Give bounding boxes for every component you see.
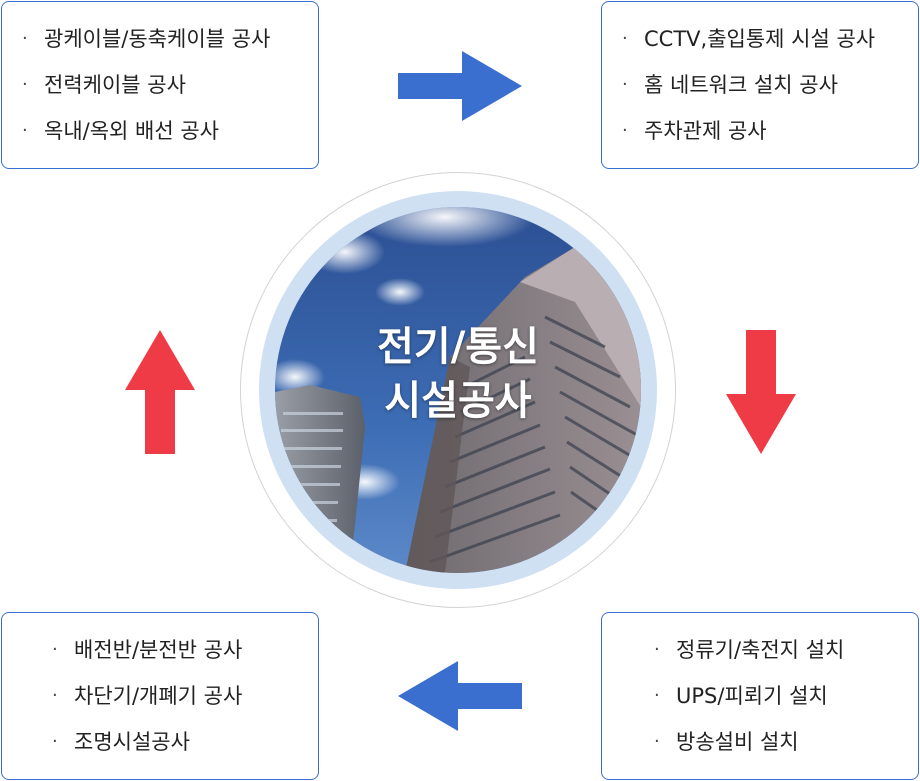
list-item: · 차단기/개폐기 공사 <box>52 673 318 719</box>
bullet-dot: · <box>654 685 660 706</box>
list-item-label: 홈 네트워크 설치 공사 <box>644 73 838 97</box>
list-item: · CCTV,출입통제 시설 공사 <box>622 16 918 62</box>
center-title-line-1: 전기/통신 <box>377 324 539 370</box>
list-item-label: 차단기/개폐기 공사 <box>74 684 243 708</box>
list-item: · 배전반/분전반 공사 <box>52 627 318 673</box>
service-list: · CCTV,출입통제 시설 공사 · 홈 네트워크 설치 공사 · 주차관제 공사 <box>622 16 918 154</box>
arrow-up-icon <box>125 330 195 454</box>
bullet-dot: · <box>622 74 628 95</box>
list-item: · 광케이블/동축케이블 공사 <box>22 16 318 62</box>
bullet-dot: · <box>52 639 58 660</box>
bullet-dot: · <box>22 120 28 141</box>
list-item-label: UPS/피뢰기 설치 <box>676 684 828 708</box>
list-item: · 주차관제 공사 <box>622 108 918 154</box>
service-list: · 광케이블/동축케이블 공사 · 전력케이블 공사 · 옥내/옥외 배선 공사 <box>22 16 318 154</box>
list-item-label: 옥내/옥외 배선 공사 <box>44 119 219 143</box>
arrow-left-icon <box>398 661 522 731</box>
list-item: · 방송설비 설치 <box>654 719 918 765</box>
service-box-cables: · 광케이블/동축케이블 공사 · 전력케이블 공사 · 옥내/옥외 배선 공사 <box>1 1 319 169</box>
bullet-dot: · <box>622 120 628 141</box>
center-title: 전기/통신 시설공사 <box>275 320 641 428</box>
list-item: · UPS/피뢰기 설치 <box>654 673 918 719</box>
center-title-line-2: 시설공사 <box>384 378 532 424</box>
bullet-dot: · <box>654 731 660 752</box>
service-list: · 배전반/분전반 공사 · 차단기/개폐기 공사 · 조명시설공사 <box>52 627 318 765</box>
service-list: · 정류기/축전지 설치 · UPS/피뢰기 설치 · 방송설비 설치 <box>654 627 918 765</box>
list-item-label: 배전반/분전반 공사 <box>74 638 243 662</box>
list-item-label: 주차관제 공사 <box>644 119 767 143</box>
list-item: · 홈 네트워크 설치 공사 <box>622 62 918 108</box>
list-item: · 옥내/옥외 배선 공사 <box>22 108 318 154</box>
arrow-right-icon <box>398 51 522 121</box>
service-box-power: · 정류기/축전지 설치 · UPS/피뢰기 설치 · 방송설비 설치 <box>601 612 919 780</box>
service-box-security: · CCTV,출입통제 시설 공사 · 홈 네트워크 설치 공사 · 주차관제 공사 <box>601 1 919 169</box>
list-item-label: 방송설비 설치 <box>676 730 799 754</box>
list-item-label: 정류기/축전지 설치 <box>676 638 845 662</box>
bullet-dot: · <box>622 28 628 49</box>
list-item-label: 조명시설공사 <box>74 730 190 754</box>
service-box-distribution: · 배전반/분전반 공사 · 차단기/개폐기 공사 · 조명시설공사 <box>1 612 319 780</box>
list-item-label: CCTV,출입통제 시설 공사 <box>644 27 876 51</box>
list-item: · 조명시설공사 <box>52 719 318 765</box>
arrow-down-icon <box>726 330 796 454</box>
bullet-dot: · <box>52 685 58 706</box>
list-item-label: 광케이블/동축케이블 공사 <box>44 27 271 51</box>
bullet-dot: · <box>52 731 58 752</box>
list-item: · 정류기/축전지 설치 <box>654 627 918 673</box>
bullet-dot: · <box>654 639 660 660</box>
bullet-dot: · <box>22 28 28 49</box>
list-item: · 전력케이블 공사 <box>22 62 318 108</box>
bullet-dot: · <box>22 74 28 95</box>
list-item-label: 전력케이블 공사 <box>44 73 186 97</box>
